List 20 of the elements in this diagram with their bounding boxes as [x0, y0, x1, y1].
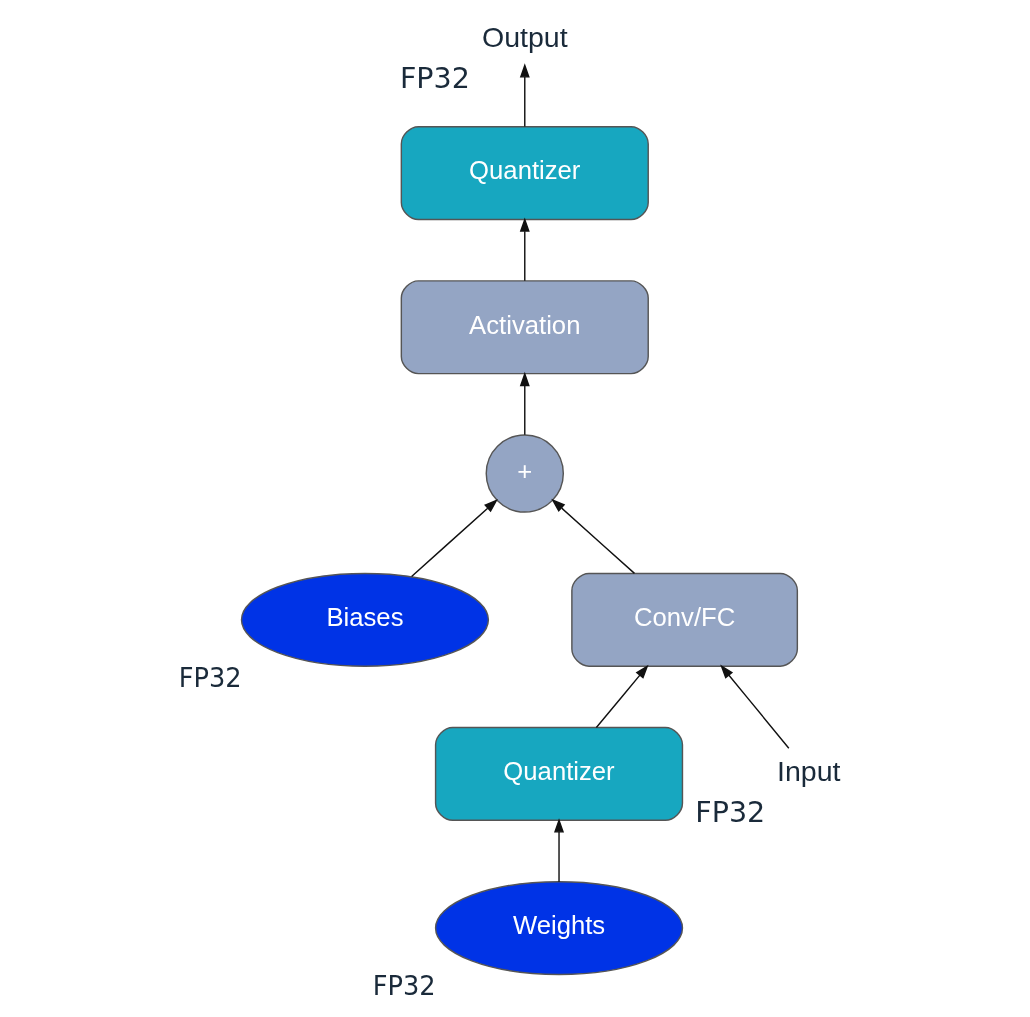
node-box: Quantizer — [400, 126, 649, 221]
node-ellipse: Weights — [434, 880, 683, 976]
arrow — [519, 217, 530, 282]
node-box: Conv/FC — [570, 572, 798, 667]
node-label: FP32 — [694, 796, 765, 830]
arrow — [519, 63, 530, 128]
arrow — [550, 498, 635, 575]
arrow — [553, 818, 564, 883]
node-text: Input — [776, 755, 840, 788]
arrow — [719, 664, 790, 749]
node-label: FP32 — [178, 662, 242, 693]
node-box: Quantizer — [434, 726, 683, 822]
node-label: FP32 — [399, 62, 470, 96]
node-label: FP32 — [372, 970, 436, 1001]
node-box: Activation — [400, 280, 649, 375]
node-text: Output — [481, 20, 568, 53]
arrow — [519, 371, 530, 436]
arrow — [595, 664, 649, 729]
node-ellipse: Biases — [240, 572, 489, 667]
arrow — [410, 499, 498, 578]
